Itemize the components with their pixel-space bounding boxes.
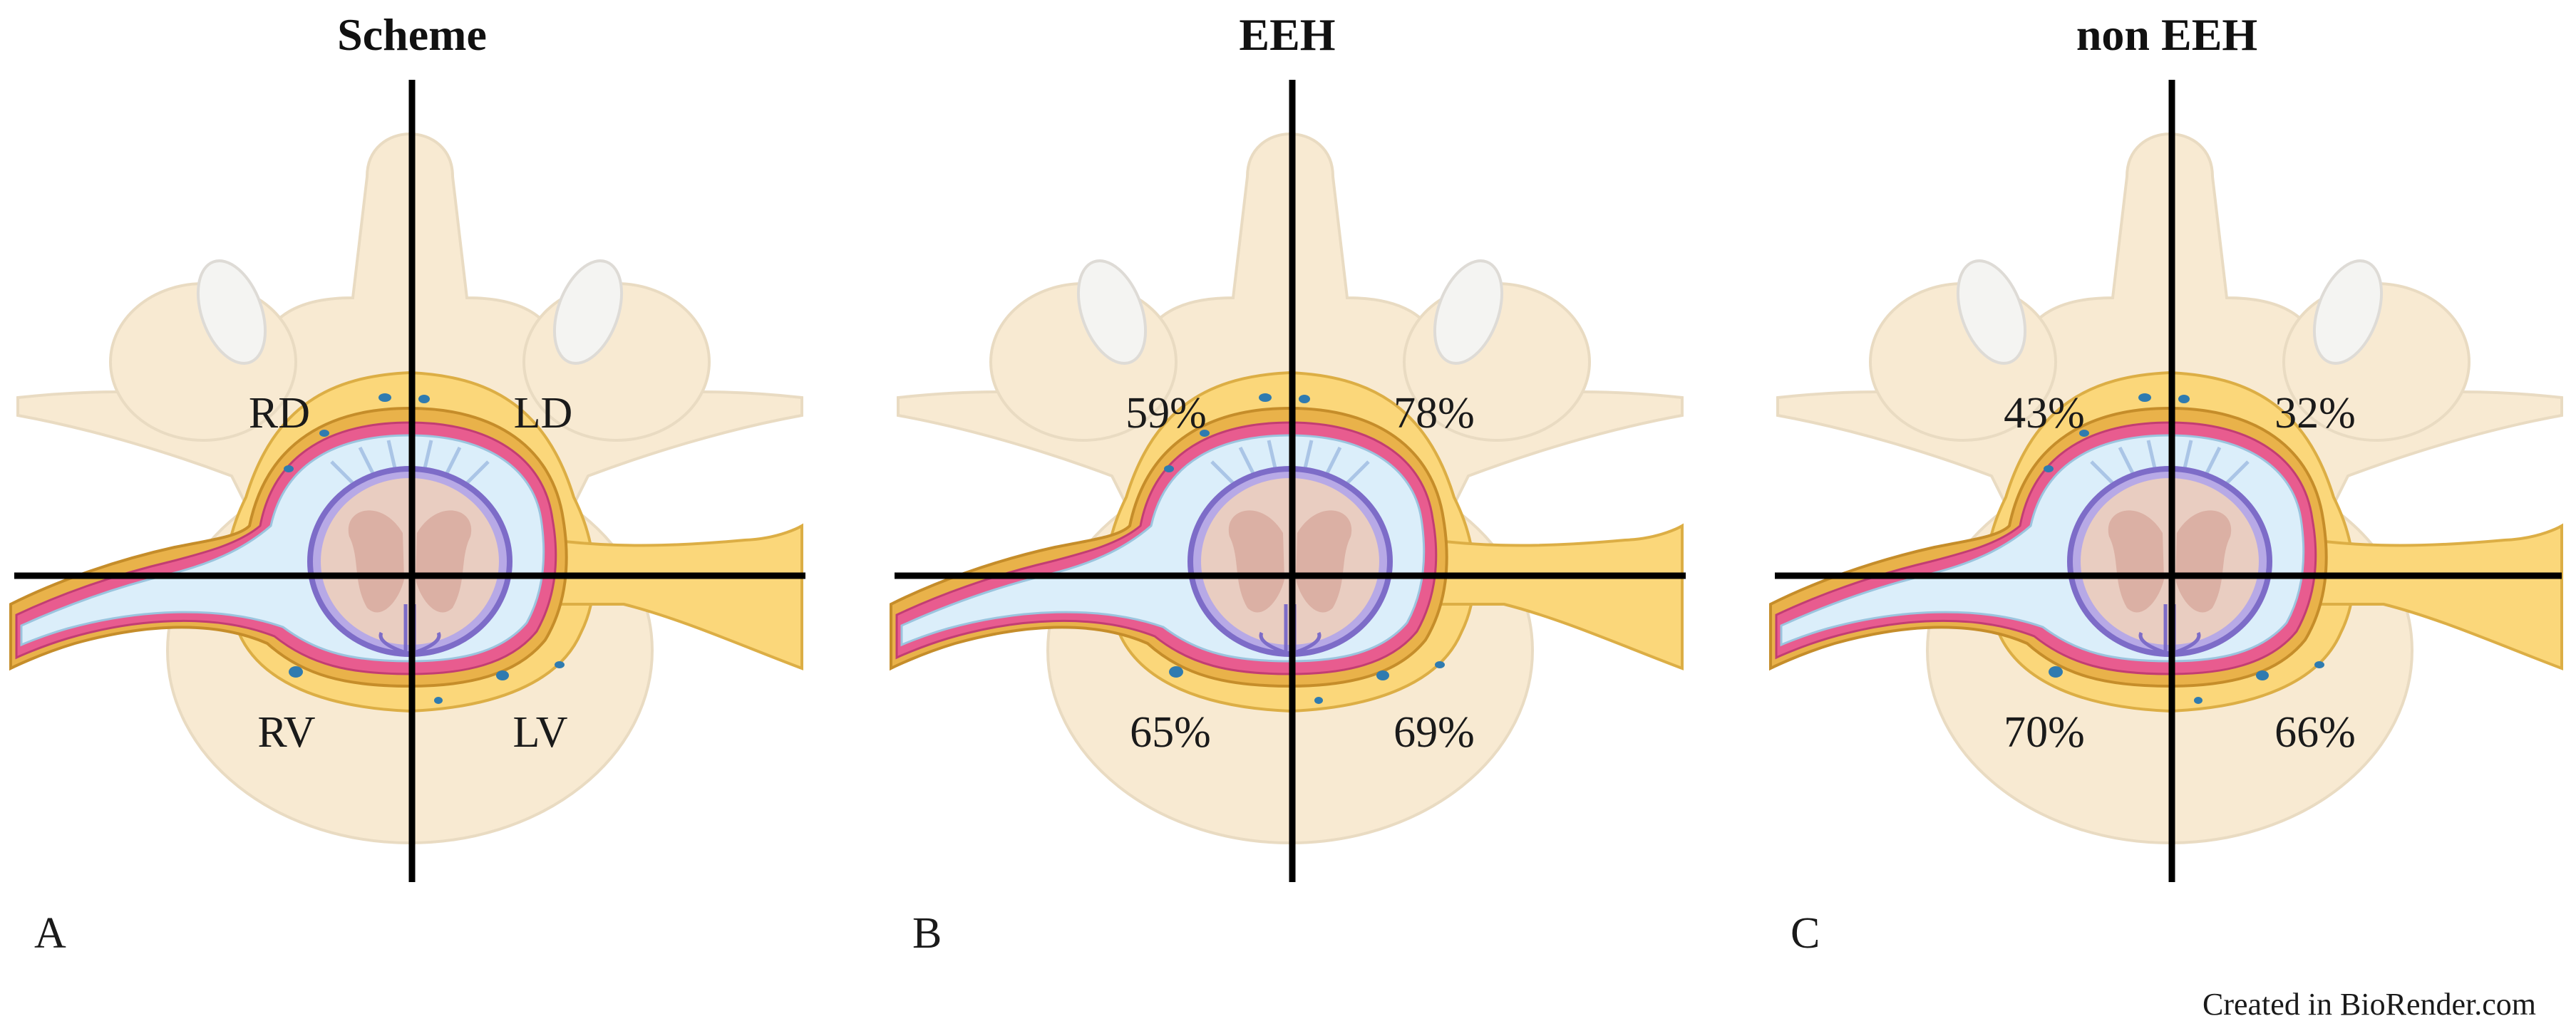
vertebra-illustration-a: [11, 134, 802, 843]
quadrant-left-ventral: 66%: [2274, 708, 2356, 757]
quadrant-right-ventral: RV: [257, 708, 315, 757]
quadrant-right-ventral: 65%: [1130, 708, 1211, 757]
panel-letter: C: [1791, 909, 1820, 958]
quadrant-left-dorsal: 78%: [1393, 389, 1475, 437]
panel-title: Scheme: [337, 9, 487, 60]
quadrant-left-dorsal: 32%: [2274, 389, 2356, 437]
vertebra-illustration-b: [891, 134, 1682, 843]
panel-scheme: Scheme RD LD RV LV A: [11, 9, 805, 958]
panel-letter: A: [34, 909, 66, 958]
panel-title: non EEH: [2076, 9, 2257, 60]
credit-line: Created in BioRender.com: [2203, 987, 2536, 1022]
vertebra-illustration-c: [1771, 134, 2562, 843]
panel-title: EEH: [1239, 9, 1335, 60]
quadrant-right-dorsal: 43%: [2004, 389, 2085, 437]
panel-eeh: EEH 59% 78% 65% 69% B: [891, 9, 1686, 958]
quadrant-left-dorsal: LD: [514, 389, 573, 437]
quadrant-right-ventral: 70%: [2004, 708, 2085, 757]
quadrant-left-ventral: LV: [513, 708, 568, 757]
quadrant-right-dorsal: 59%: [1125, 389, 1207, 437]
panel-non-eeh: non EEH 43% 32% 70% 66% C: [1771, 9, 2562, 958]
quadrant-right-dorsal: RD: [249, 389, 310, 437]
quadrant-left-ventral: 69%: [1393, 708, 1475, 757]
panel-letter: B: [912, 909, 942, 958]
